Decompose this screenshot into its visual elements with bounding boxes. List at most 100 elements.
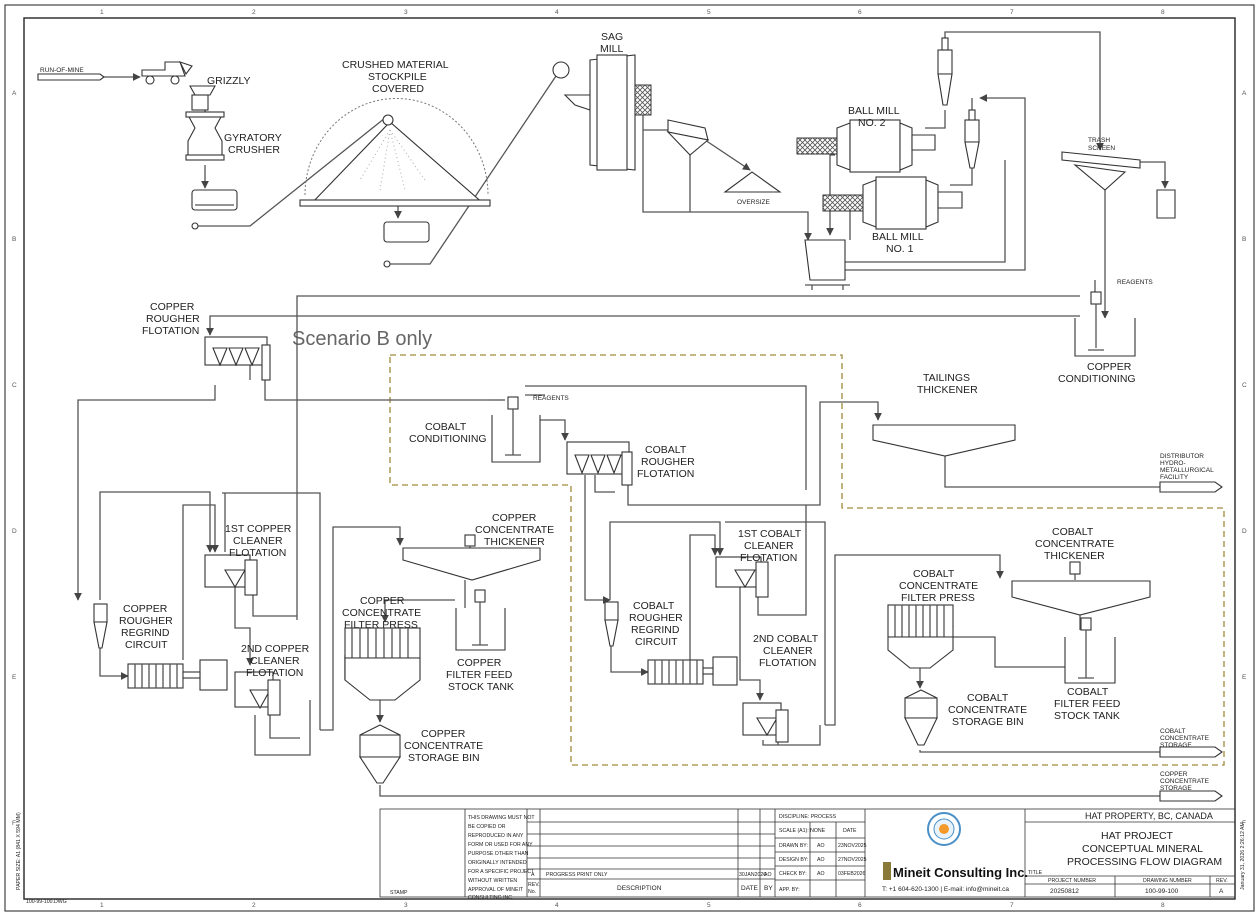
label-co-out-1: COBALT [1160, 728, 1186, 735]
label-reagents-1: REAGENTS [1117, 279, 1153, 286]
plot-date-text: January 31, 2026 2:26:12 AM [1240, 822, 1246, 890]
haul-truck-icon [141, 61, 193, 85]
label-cu-fp-3: FILTER PRESS [344, 619, 418, 631]
label-tail-2: THICKENER [917, 384, 978, 396]
label-dist-3: METALLURGICAL [1160, 467, 1214, 474]
disclaimer-line-5: PURPOSE OTHER THAN [468, 851, 529, 857]
project-number-label: PROJECT NUMBER [1048, 878, 1096, 884]
label-co-bin-2: CONCENTRATE [948, 704, 1027, 716]
label-trash-2: SCREEN [1088, 145, 1115, 152]
cobalt-regrind-cyclone [604, 601, 619, 647]
title-line-3: PROCESSING FLOW DIAGRAM [1067, 856, 1222, 868]
trash-screen [1061, 151, 1141, 191]
copper-regrind-mill [127, 659, 228, 691]
grid-row-d-right: D [1242, 528, 1247, 535]
ball-mill-no2 [796, 119, 936, 173]
label-co-fp-3: FILTER PRESS [901, 592, 975, 604]
rev-description: PROGRESS PRINT ONLY [546, 872, 608, 878]
label-cu-regrind-2: ROUGHER [119, 615, 173, 627]
label-co-cl2-2: CLEANER [763, 645, 813, 657]
design-date: 27NOV2025 [838, 857, 867, 863]
label-cu-out-1: COPPER [1160, 771, 1188, 778]
label-co-cl2-1: 2ND COBALT [753, 633, 819, 645]
cobalt-concentrate-outlet [1159, 746, 1223, 758]
grid-col-6-top: 6 [858, 9, 862, 16]
approved-label: APP. BY: [779, 887, 800, 893]
grid-row-b-left: B [12, 236, 16, 243]
label-sag-2: MILL [600, 43, 624, 55]
grid-col-7-bottom: 7 [1010, 902, 1014, 909]
grid-row-a-right: A [1242, 90, 1247, 97]
label-cu-out-3: STORAGE [1160, 785, 1192, 792]
disclaimer-line-7: FOR A SPECIFIC PROJECT [468, 869, 535, 875]
label-cu-fft-2: FILTER FEED [446, 669, 513, 681]
check-date: 03FEB2026 [838, 871, 866, 877]
col-rev: REV. [528, 882, 540, 888]
design-by: AO [817, 857, 825, 863]
label-tail-1: TAILINGS [923, 372, 970, 384]
label-co-rough-1: COBALT [645, 444, 687, 456]
grid-col-1-bottom: 1 [100, 902, 104, 909]
grid-row-e-left: E [12, 674, 17, 681]
gyratory-crusher [185, 111, 225, 161]
col-date: DATE [741, 885, 759, 892]
label-ball2-2: NO. 2 [858, 117, 886, 129]
property-name: HAT PROPERTY, BC, CANADA [1085, 811, 1213, 821]
revision-letter: A [1219, 888, 1224, 895]
label-cu-cl1-3: FLOTATION [229, 547, 286, 559]
ball-mill-no1 [822, 176, 963, 230]
grid-col-5-bottom: 5 [707, 902, 711, 909]
copper-conditioning-tank [1074, 291, 1136, 357]
cobalt-first-cleaner-cell [715, 556, 769, 598]
grid-row-e-right: E [1242, 674, 1247, 681]
disclaimer-line-4: FORM OR USED FOR ANY [468, 842, 533, 848]
grid-col-5-top: 5 [707, 9, 711, 16]
tailings-thickener [872, 424, 1016, 457]
copper-concentrate-thickener [402, 534, 541, 581]
sag-feed-pulley [552, 61, 570, 79]
label-co-cl1-2: CLEANER [744, 540, 794, 552]
label-cu-thick-2: CONCENTRATE [475, 524, 554, 536]
distributor-outlet [1159, 481, 1223, 493]
scenario-b-note: Scenario B only [292, 328, 432, 350]
run-of-mine-stream [37, 73, 105, 81]
grid-row-d-left: D [12, 528, 17, 535]
disclaimer-line-2: BE COPIED OR [468, 824, 506, 830]
sag-discharge-screen [666, 119, 710, 156]
mill-discharge-pump-box [804, 239, 850, 290]
conveyor-tail-pulley [191, 222, 199, 230]
label-dist-4: FACILITY [1160, 474, 1189, 481]
label-stockpile-2: STOCKPILE [368, 71, 427, 83]
rev-by: AO [764, 872, 772, 878]
label-co-out-2: CONCENTRATE [1160, 735, 1210, 742]
grid-labels: 1 2 3 4 5 6 7 8 1 2 3 4 5 6 7 8 A B C D … [12, 9, 1247, 909]
label-stockpile-1: CRUSHED MATERIAL [342, 59, 449, 71]
label-cu-cond-1: COPPER [1087, 361, 1132, 373]
label-stockpile-3: COVERED [372, 83, 424, 95]
col-description: DESCRIPTION [617, 885, 662, 892]
label-ball1-1: BALL MILL [872, 231, 924, 243]
label-co-fp-1: COBALT [913, 568, 955, 580]
label-co-cond-2: CONDITIONING [409, 433, 487, 445]
label-cu-fp-1: COPPER [360, 595, 405, 607]
discipline: DISCIPLINE: PROCESS [779, 814, 837, 820]
disclaimer-line-9: APPROVAL OF MINEIT [468, 887, 524, 893]
label-cu-rough-1: COPPER [150, 301, 195, 313]
title-label: TITLE [1028, 870, 1043, 876]
label-cu-rough-2: ROUGHER [146, 313, 200, 325]
label-cu-bin-3: STORAGE BIN [408, 752, 480, 764]
grid-row-f-left: F [12, 820, 16, 827]
label-cu-regrind-1: COPPER [123, 603, 168, 615]
label-co-bin-1: COBALT [967, 692, 1009, 704]
label-co-thick-1: COBALT [1052, 526, 1094, 538]
label-co-bin-3: STORAGE BIN [952, 716, 1024, 728]
label-oversize: OVERSIZE [737, 199, 771, 206]
label-co-thick-3: THICKENER [1044, 550, 1105, 562]
label-co-regrind-4: CIRCUIT [635, 636, 678, 648]
label-cu-thick-1: COPPER [492, 512, 537, 524]
copper-rougher-flotation-cells [204, 336, 271, 381]
revision-label: REV. [1216, 878, 1228, 884]
disclaimer-line-10: CONSULTING INC. [468, 895, 513, 901]
